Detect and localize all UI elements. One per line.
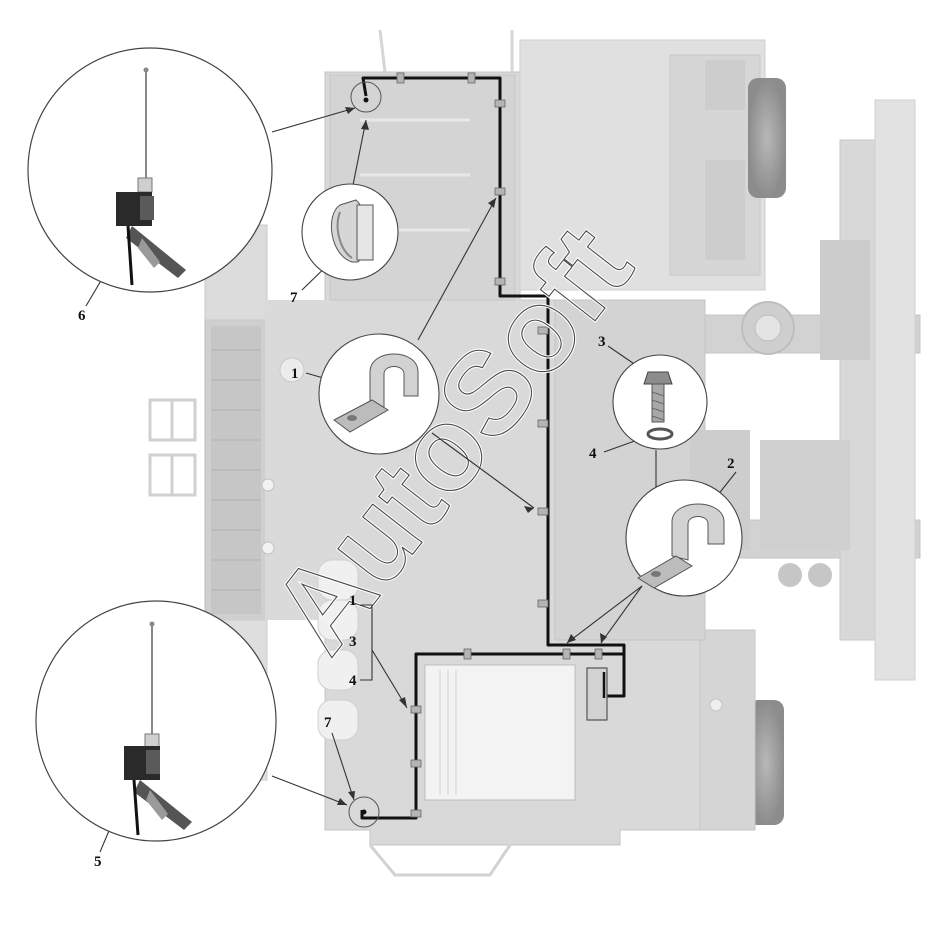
callout-1-upper: 1 [291,366,299,382]
cable-clamp-icon [333,353,419,433]
callout-4-lower: 4 [349,673,357,689]
callout-6: 6 [78,308,86,324]
harness-lower-run [360,652,624,820]
callout-7-upper: 7 [290,290,298,306]
sensor-mount-point-upper[interactable] [350,81,382,113]
cable-clamp-icon [637,503,725,589]
harness-upper-run [361,76,626,698]
sensor-icon [124,621,192,836]
detail-view-cable-tie-7[interactable] [301,183,399,281]
vehicle-chassis [148,29,921,877]
sensor-icon [116,67,186,286]
detail-view-bolt-washer[interactable] [612,354,708,450]
detail-view-sensor-6[interactable] [27,47,273,293]
lock-washer-icon [646,427,674,441]
cable-tie-icon [330,199,374,263]
callout-numbers: 6 7 1 3 4 2 1 3 4 7 5 [78,290,735,870]
guard-railing [148,398,197,497]
tire-rear-right [748,700,784,825]
bolt-icon [643,371,673,423]
callout-1-lower: 1 [349,593,357,609]
detail-view-clamp-2[interactable] [625,479,743,597]
detail-view-clamp-1[interactable] [318,333,440,455]
tire-front-right [748,78,786,198]
callout-3-upper: 3 [598,334,606,350]
wiring-harness [360,76,626,820]
callout-4-upper: 4 [589,446,597,462]
harness-clips [396,72,603,818]
detail-view-sensor-5[interactable] [35,600,277,842]
radiator-box [424,664,576,801]
callout-5: 5 [94,854,102,870]
callout-3-lower: 3 [349,634,357,650]
sensor-mount-point-lower[interactable] [348,796,380,828]
callout-2: 2 [727,456,735,472]
callout-7-lower: 7 [324,715,332,731]
